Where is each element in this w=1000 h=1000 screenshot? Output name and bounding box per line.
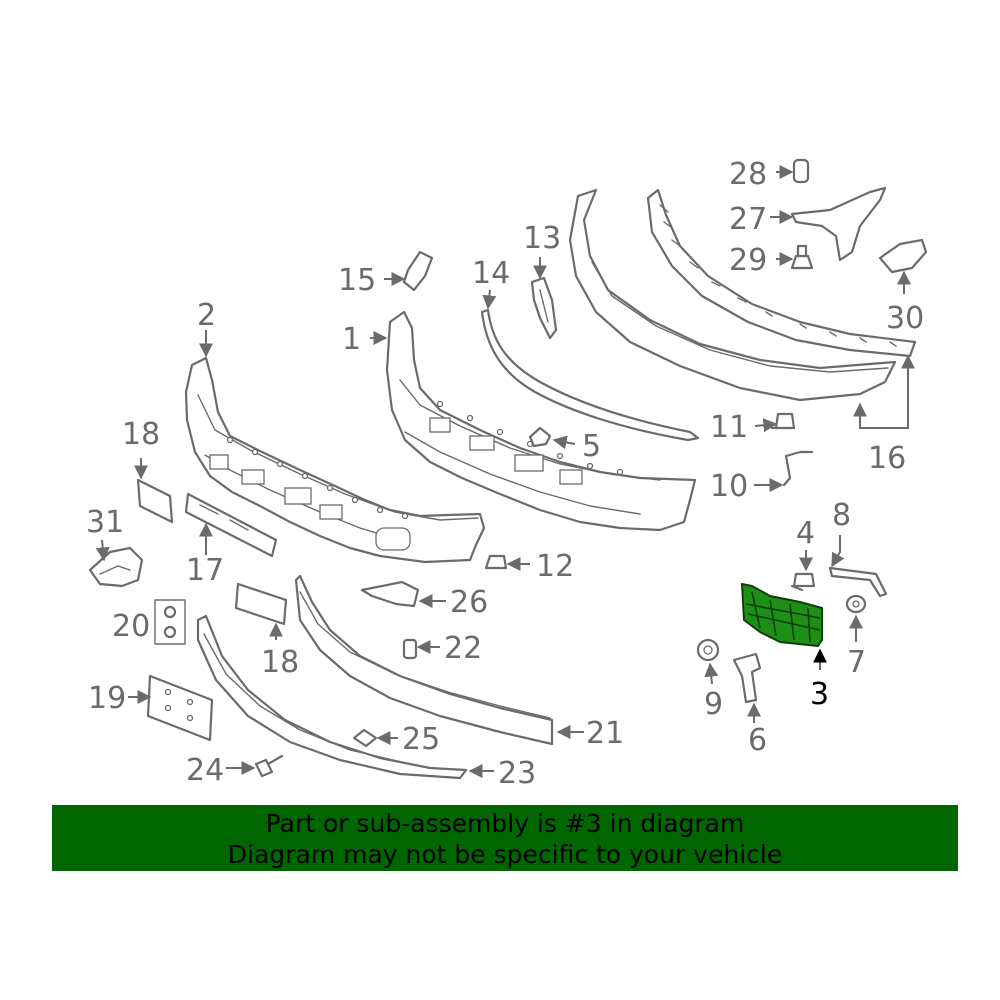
part-4-bolt <box>790 572 816 592</box>
callout-6: 6 <box>748 723 767 758</box>
part-14-strip <box>480 308 700 442</box>
part-24-screw <box>254 754 284 778</box>
part-27-bracket <box>790 186 887 262</box>
part-19-plate-bracket <box>146 674 214 742</box>
part-13-bracket <box>530 276 558 340</box>
part-16-upper-cover <box>568 188 897 402</box>
callout-21: 21 <box>586 716 624 751</box>
callout-25: 25 <box>402 722 440 757</box>
part-12-grommet <box>484 554 508 570</box>
part-29-fastener <box>790 244 814 270</box>
callout-31: 31 <box>86 505 124 540</box>
part-17-grille <box>184 492 278 558</box>
part-3-bracket-highlighted <box>741 583 823 647</box>
info-banner: Part or sub-assembly is #3 in diagram Di… <box>52 805 958 871</box>
part-28-plug <box>792 158 810 184</box>
part-22-pin <box>402 638 418 660</box>
callout-5: 5 <box>582 429 601 464</box>
callout-7: 7 <box>847 645 866 680</box>
callout-13: 13 <box>523 221 561 256</box>
part-20-fasteners <box>154 599 186 645</box>
callout-20: 20 <box>112 609 150 644</box>
banner-line-2: Diagram may not be specific to your vehi… <box>227 840 783 869</box>
part-10-rod <box>782 450 814 487</box>
callout-22: 22 <box>444 631 482 666</box>
part-26-bracket <box>360 580 420 608</box>
part-31-housing <box>88 546 144 588</box>
part-8-rod <box>828 566 888 598</box>
callout-14: 14 <box>472 256 510 291</box>
callout-8: 8 <box>832 498 851 533</box>
callout-18-lower: 18 <box>261 645 299 680</box>
callout-19: 19 <box>88 681 126 716</box>
part-9-nut <box>696 638 720 662</box>
part-11-bolt <box>770 412 796 430</box>
callout-3: 3 <box>810 677 829 712</box>
leader-lines <box>95 165 915 778</box>
callout-12: 12 <box>536 549 574 584</box>
part-30-clip <box>878 238 928 274</box>
part-18-reflector-lower <box>234 582 288 626</box>
part-18-reflector-upper <box>136 478 174 524</box>
callout-15: 15 <box>338 263 376 298</box>
part-6-bracket <box>732 652 762 704</box>
callout-numbers: 1 2 3 4 5 6 7 8 9 10 11 12 13 14 15 16 1… <box>86 157 924 791</box>
part-5-clip <box>528 426 552 448</box>
part-2-bumper-cover <box>184 356 486 564</box>
part-1-bumper <box>385 310 697 532</box>
banner-line-1: Part or sub-assembly is #3 in diagram <box>265 809 745 838</box>
callout-4: 4 <box>796 516 815 551</box>
part-21-valance <box>294 574 554 746</box>
part-7-washer <box>845 594 867 614</box>
part-30-grille-strip <box>646 188 917 358</box>
callout-28: 28 <box>729 157 767 192</box>
callout-2: 2 <box>197 298 216 333</box>
callout-29: 29 <box>729 243 767 278</box>
part-25-clip <box>352 728 378 748</box>
callout-1: 1 <box>342 322 361 357</box>
callout-24: 24 <box>186 753 224 788</box>
callout-26: 26 <box>450 585 488 620</box>
callout-10: 10 <box>710 469 748 504</box>
callout-18-upper: 18 <box>122 417 160 452</box>
part-15-bracket <box>402 250 434 292</box>
callout-16: 16 <box>868 441 906 476</box>
callout-9: 9 <box>704 687 723 722</box>
part-23-deflector <box>196 614 468 780</box>
callout-17: 17 <box>186 553 224 588</box>
callout-30: 30 <box>886 301 924 336</box>
callout-27: 27 <box>729 202 767 237</box>
callout-23: 23 <box>498 756 536 791</box>
callout-11: 11 <box>710 410 748 445</box>
